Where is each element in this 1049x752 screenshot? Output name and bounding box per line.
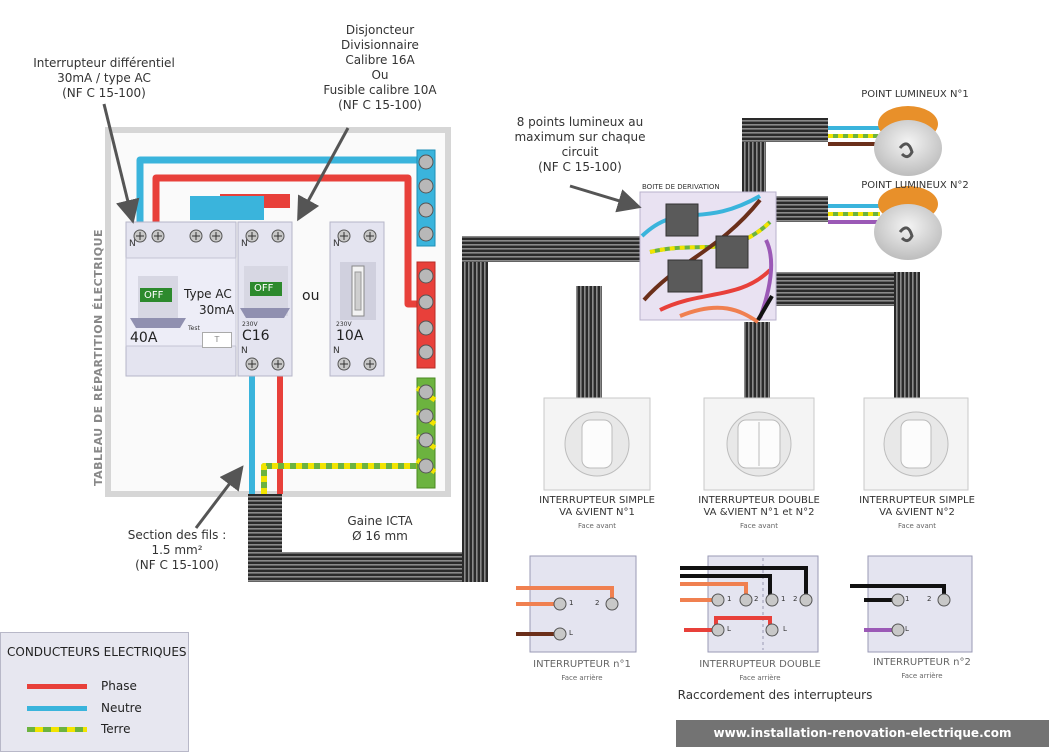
- fuse-voltage: 230V: [336, 321, 352, 328]
- legend-swatch-phase: [27, 684, 87, 689]
- breaker-voltage: 230V: [242, 321, 258, 328]
- sw2-terminal-lb: L: [783, 625, 787, 633]
- diff-type: Type AC: [184, 287, 232, 301]
- switch-front-2: [703, 397, 815, 491]
- breaker-off-label: OFF: [254, 283, 274, 294]
- label-junction-box: BOITE DE DERIVATION: [642, 183, 720, 191]
- legend-title: CONDUCTEURS ELECTRIQUES: [7, 645, 187, 659]
- diff-off-label: OFF: [144, 290, 164, 301]
- busbar-neutral: [416, 149, 436, 247]
- switch-back-2-title: INTERRUPTEUR DOUBLE: [699, 659, 821, 670]
- diff-test-button[interactable]: T: [202, 332, 232, 348]
- sw2-terminal-1b: 1: [781, 595, 786, 603]
- switch-front-3: [863, 397, 969, 491]
- legend-label-neutral: Neutre: [101, 701, 142, 715]
- switch-back-1-sub: Face arrière: [561, 674, 603, 682]
- fuse-module: [329, 221, 385, 377]
- conduit-point2: [776, 196, 828, 222]
- fuse-n-label-bottom: N: [333, 346, 340, 356]
- breaker-module: [237, 221, 293, 377]
- label-differential: Interrupteur différentiel 30mA / type AC…: [33, 56, 175, 100]
- busbar-phase: [416, 261, 436, 369]
- legend: CONDUCTEURS ELECTRIQUES Phase Neutre Ter…: [0, 632, 189, 752]
- legend-label-earth: Terre: [101, 722, 131, 736]
- sw3-terminal-1: 1: [905, 595, 910, 603]
- conduit-sw3: [894, 272, 920, 398]
- legend-label-phase: Phase: [101, 679, 137, 693]
- sw2-terminal-1a: 1: [727, 595, 732, 603]
- diff-rating: 40A: [130, 330, 158, 346]
- label-max-points: 8 points lumineux au maximum sur chaque …: [514, 115, 646, 174]
- label-point-2: POINT LUMINEUX N°2: [861, 180, 969, 191]
- conduit-sw2: [744, 322, 770, 398]
- light-point-1: [828, 106, 942, 176]
- fuse-rating: 10A: [336, 328, 364, 344]
- switch-front-1: [543, 397, 651, 491]
- label-conduit: Gaine ICTA Ø 16 mm: [347, 514, 413, 543]
- switch-back-1-title: INTERRUPTEUR n°1: [533, 659, 631, 670]
- conduit-sw1: [576, 286, 602, 398]
- switch-back-2: [680, 555, 819, 653]
- legend-swatch-neutral: [27, 706, 87, 711]
- switch-front-1-title: INTERRUPTEUR SIMPLE VA &VIENT N°1: [539, 495, 655, 518]
- switch-front-2-title: INTERRUPTEUR DOUBLE VA &VIENT N°1 et N°2: [698, 495, 820, 518]
- label-breaker: Disjoncteur Divisionnaire Calibre 16A Ou…: [323, 23, 437, 112]
- label-wire-section: Section des fils : 1.5 mm² (NF C 15-100): [127, 528, 227, 572]
- conduit-right: [776, 272, 904, 306]
- switch-front-1-sub: Face avant: [578, 522, 616, 530]
- sw3-terminal-l: L: [905, 625, 909, 633]
- sw3-terminal-2: 2: [927, 595, 932, 603]
- conduit-point1: [742, 118, 828, 142]
- switch-back-1: [516, 555, 637, 653]
- breaker-rating: C16: [242, 328, 270, 344]
- switch-back-2-sub: Face arrière: [739, 674, 781, 682]
- diff-test-label: Test: [188, 325, 200, 332]
- switch-back-3: [850, 555, 973, 653]
- label-point-1: POINT LUMINEUX N°1: [861, 89, 969, 100]
- sw1-terminal-l: L: [569, 629, 573, 637]
- label-or: ou: [302, 288, 320, 304]
- busbar-earth: [415, 377, 437, 489]
- differential-switch-module: [125, 221, 237, 377]
- diff-sensitivity: 30mA: [199, 303, 235, 317]
- conduit-horizontal: [248, 552, 488, 582]
- sw1-terminal-2: 2: [595, 599, 600, 607]
- conduit-rise: [462, 236, 488, 582]
- conduit-to-box: [462, 236, 642, 262]
- light-point-2: [828, 186, 942, 260]
- breaker-n-label-bottom: N: [241, 346, 248, 356]
- sw2-terminal-2a: 2: [754, 595, 759, 603]
- panel-title: TABLEAU DE RÉPARTITION ÉLECTRIQUE: [92, 228, 105, 486]
- sw1-terminal-1: 1: [569, 599, 574, 607]
- footer-url[interactable]: www.installation-renovation-electrique.c…: [676, 720, 1049, 747]
- switch-back-3-title: INTERRUPTEUR n°2: [873, 657, 971, 668]
- breaker-n-label: N: [241, 239, 248, 249]
- switch-front-3-sub: Face avant: [898, 522, 936, 530]
- conduits: [248, 118, 920, 582]
- legend-swatch-earth: [27, 727, 87, 732]
- switch-front-2-sub: Face avant: [740, 522, 778, 530]
- sw2-terminal-2b: 2: [793, 595, 798, 603]
- sw2-terminal-la: L: [727, 625, 731, 633]
- switch-back-3-sub: Face arrière: [901, 672, 943, 680]
- diff-n-label: N: [129, 239, 136, 249]
- callout-arrows: [102, 103, 642, 529]
- junction-box: [639, 191, 777, 324]
- fuse-n-label: N: [333, 239, 340, 249]
- connection-title: Raccordement des interrupteurs: [677, 688, 873, 702]
- switch-front-3-title: INTERRUPTEUR SIMPLE VA &VIENT N°2: [859, 495, 975, 518]
